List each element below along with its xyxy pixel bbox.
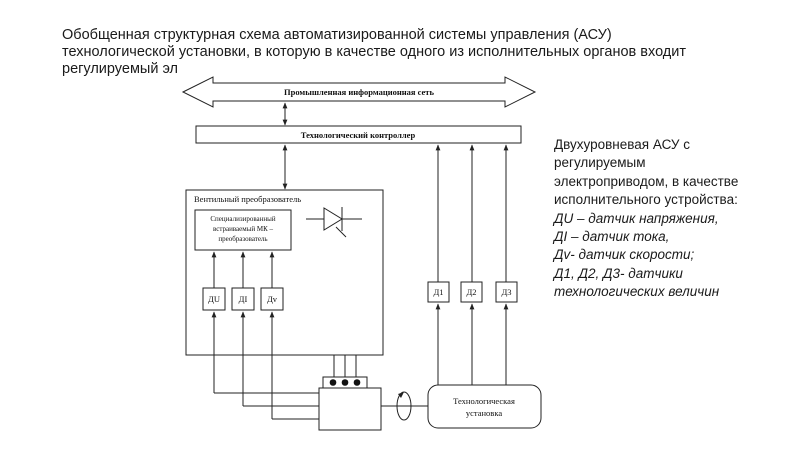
note-line: регулируемым (554, 155, 646, 171)
thyristor-icon (306, 207, 362, 238)
heading-line-3: регулируемый эл (62, 61, 179, 77)
note-line: Двухуровневая АСУ с (554, 137, 690, 152)
note-italic-line: технологических величин (554, 284, 720, 300)
mk-line-3: преобразователь (218, 235, 267, 243)
sensor-du-box (202, 287, 226, 311)
sensor-d1-label: Д1 (433, 287, 443, 297)
sensor-d2-label: Д2 (466, 287, 476, 297)
controller-label: Технологический контроллер (301, 130, 416, 140)
sensor-dv-label: Дv (267, 294, 278, 304)
sensor-d2-box (460, 281, 483, 303)
sensor-d3-box (495, 281, 518, 303)
mk-line-1: Специализированный (210, 215, 275, 223)
mk-box (194, 209, 292, 251)
motor-terminal (341, 379, 349, 386)
sensor-d3-label: Д3 (501, 287, 511, 297)
sensor-du-label: ДU (208, 294, 220, 304)
controller-box (195, 125, 522, 144)
slide-heading: Обобщенная структурная схема автоматизир… (62, 27, 762, 78)
sensor-di-box (231, 287, 255, 311)
note-italic-line: Д1, Д2, Д3- датчики (554, 265, 683, 281)
plant-box (427, 384, 542, 429)
mk-line-2: встраиваемый МК – (213, 225, 274, 233)
motor-box (318, 387, 382, 431)
network-label: Промышленная информационная сеть (284, 87, 434, 97)
heading-line-2: технологической установки, в которую в к… (62, 44, 687, 60)
note-italic-line: Дv- датчик скорости; (554, 247, 695, 263)
rotation-arrow-icon (396, 391, 412, 421)
note-line: электроприводом, в качестве (554, 173, 739, 189)
note-italic-line: ДI – датчик тока, (554, 229, 670, 245)
legend-note: Двухуровневая АСУ с регулируемым электро… (554, 136, 794, 302)
motor-terminal (329, 379, 337, 386)
note-italic-line: ДU – датчик напряжения, (554, 210, 719, 226)
converter-label: Вентильный преобразователь (194, 194, 301, 204)
sensor-d1-box (427, 281, 450, 303)
note-line: исполнительного устройства: (554, 192, 738, 208)
sensor-di-label: ДI (239, 294, 248, 304)
plant-line-2: установка (466, 408, 502, 418)
network-bus-arrow (181, 76, 537, 108)
sensor-dv-box (260, 287, 284, 311)
motor-terminal (353, 379, 361, 386)
plant-line-1: Технологическая (453, 396, 515, 406)
heading-line-1: Обобщенная структурная схема автоматизир… (62, 27, 612, 43)
